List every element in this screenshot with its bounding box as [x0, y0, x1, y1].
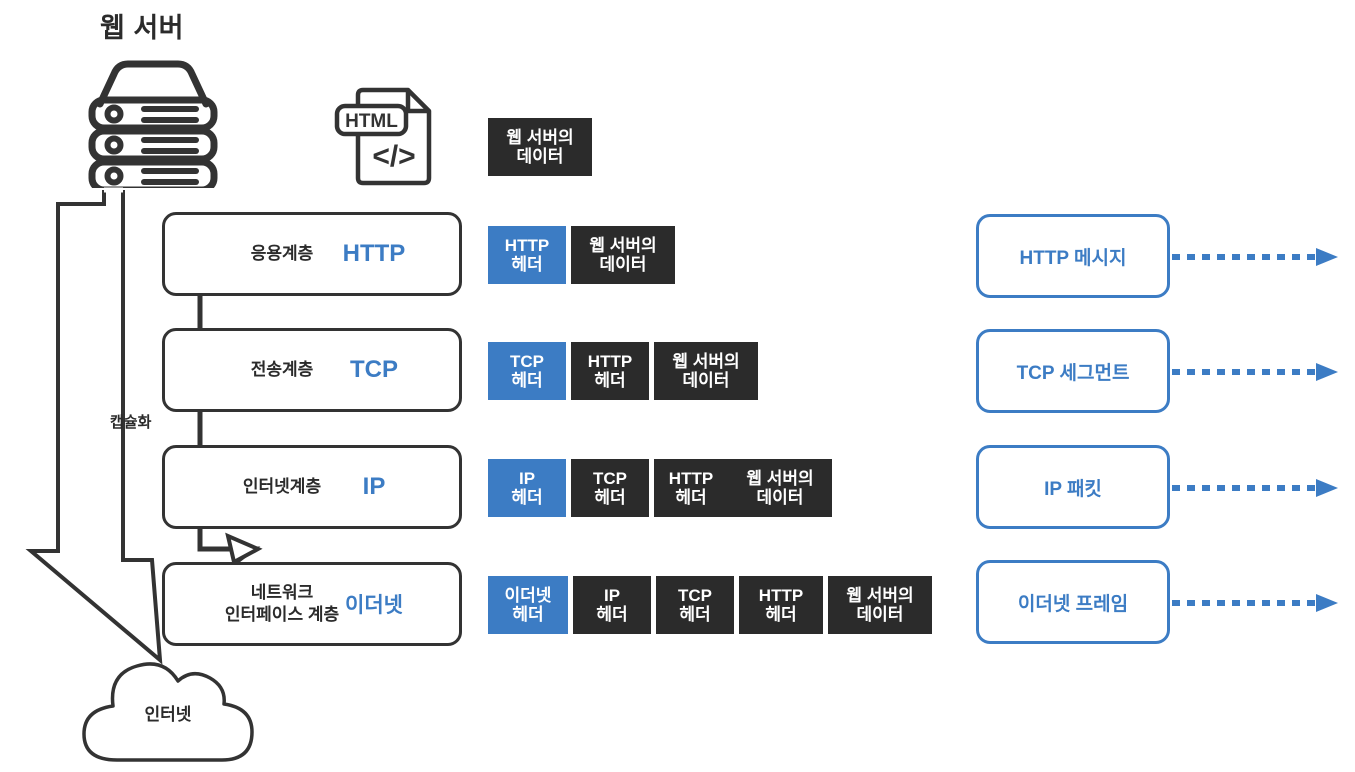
packet-cell-source-data: 웹 서버의 데이터 — [488, 118, 592, 176]
layer-name-application: 응용계층 — [250, 243, 314, 263]
packet-gap — [734, 576, 739, 634]
code-glyph: </> — [372, 140, 415, 173]
packet-gap — [649, 459, 654, 517]
packet-gap — [651, 576, 656, 634]
html-file-label: HTML — [345, 111, 398, 132]
packet-cell-tcp-data: 웹 서버의 데이터 — [654, 342, 758, 400]
packet-gap — [823, 576, 828, 634]
packet-row-tcp: TCP 헤더 HTTP 헤더 웹 서버의 데이터 — [488, 342, 758, 400]
packet-cell-tcp-header: TCP 헤더 — [488, 342, 566, 400]
layer-box-internet[interactable]: 인터넷계층 IP — [162, 445, 462, 529]
packet-cell-ip-data: 웹 서버의 데이터 — [728, 459, 832, 517]
layer-name-transport: 전송계층 — [250, 359, 314, 379]
pdu-arrow-ip — [1172, 479, 1338, 497]
packet-gap — [566, 342, 571, 400]
packet-gap — [568, 576, 573, 634]
layer-protocol-application: HTTP — [342, 240, 406, 267]
layer-name-network-interface: 네트워크 인터페이스 계층 — [224, 582, 340, 624]
packet-cell-ethernet-data: 웹 서버의 데이터 — [828, 576, 932, 634]
cloud-icon — [82, 662, 254, 762]
pdu-box-ip-packet[interactable]: IP 패킷 — [976, 445, 1170, 529]
layer-protocol-internet: IP — [362, 473, 386, 500]
packet-cell-ip-tcp-header: TCP 헤더 — [571, 459, 649, 517]
packet-gap — [649, 342, 654, 400]
packet-cell-ethernet-http-header: HTTP 헤더 — [739, 576, 823, 634]
packet-cell-http-header: HTTP 헤더 — [488, 226, 566, 284]
packet-row-source: 웹 서버의 데이터 — [488, 118, 592, 176]
layer-box-application[interactable]: 응용계층 HTTP — [162, 212, 462, 296]
pdu-arrow-tcp — [1172, 363, 1338, 381]
packet-cell-tcp-http-header: HTTP 헤더 — [571, 342, 649, 400]
packet-row-http: HTTP 헤더 웹 서버의 데이터 — [488, 226, 675, 284]
packet-cell-http-data: 웹 서버의 데이터 — [571, 226, 675, 284]
layer-protocol-transport: TCP — [350, 356, 398, 383]
pdu-arrow-http — [1172, 248, 1338, 266]
cloud-label: 인터넷 — [144, 705, 192, 724]
packet-gap — [566, 459, 571, 517]
packet-cell-ethernet-ip-header: IP 헤더 — [573, 576, 651, 634]
layer-name-internet: 인터넷계층 — [242, 476, 322, 496]
page-title: 웹 서버 — [100, 13, 185, 43]
packet-gap — [566, 226, 571, 284]
packet-cell-ip-http-header: HTTP 헤더 — [654, 459, 728, 517]
packet-cell-ip-header: IP 헤더 — [488, 459, 566, 517]
packet-row-ip: IP 헤더 TCP 헤더 HTTP 헤더 웹 서버의 데이터 — [488, 459, 832, 517]
server-stack-icon — [88, 60, 218, 188]
packet-cell-ethernet-tcp-header: TCP 헤더 — [656, 576, 734, 634]
packet-cell-ethernet-header: 이더넷 헤더 — [488, 576, 568, 634]
pdu-box-http-message[interactable]: HTTP 메시지 — [976, 214, 1170, 298]
packet-row-ethernet: 이더넷 헤더 IP 헤더 TCP 헤더 HTTP 헤더 웹 서버의 데이터 — [488, 576, 932, 634]
pdu-arrow-ethernet — [1172, 594, 1338, 612]
layer-box-transport[interactable]: 전송계층 TCP — [162, 328, 462, 412]
pdu-box-ethernet-frame[interactable]: 이더넷 프레임 — [976, 560, 1170, 644]
layer-protocol-network-interface: 이더넷 — [345, 594, 403, 617]
encapsulation-label: 캡슐화 — [110, 414, 152, 431]
pdu-box-tcp-segment[interactable]: TCP 세그먼트 — [976, 329, 1170, 413]
html-file-icon: HTML </> — [334, 87, 432, 186]
layer-box-network-interface[interactable]: 네트워크 인터페이스 계층 이더넷 — [162, 562, 462, 646]
